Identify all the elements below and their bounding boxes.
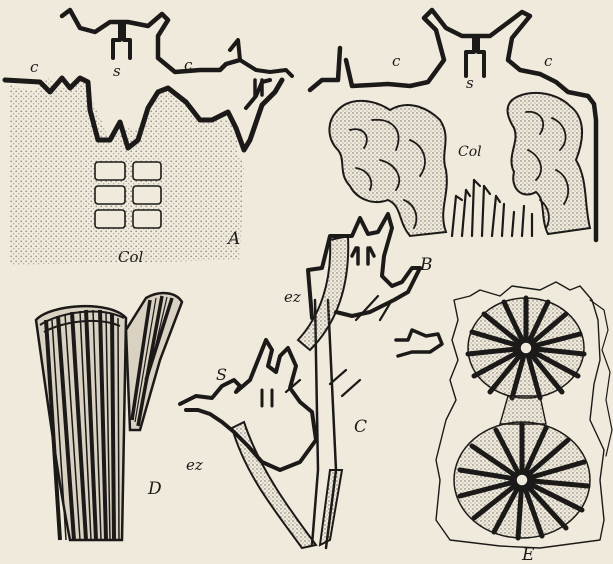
- figure-a-coenosarc-stipple: [10, 78, 244, 265]
- figure-a-polyp-right: [230, 40, 292, 108]
- label-s-b: s: [466, 74, 474, 92]
- label-c-b-left: c: [392, 52, 401, 70]
- figure-c-polyp-upper-mouth: [352, 248, 374, 264]
- label-col-b: Col: [458, 144, 482, 160]
- figure-c-polyp-upper-side: [396, 330, 442, 356]
- figure-b-mouth: [466, 38, 484, 76]
- figure-e-lower-corallite: [454, 422, 590, 538]
- figure-d: D: [36, 293, 182, 540]
- figure-e-upper-corallite: [468, 298, 584, 398]
- figure-c-polyp-lower-mouth: [262, 390, 272, 406]
- label-c-b-right: c: [544, 52, 553, 70]
- label-figure-d: D: [147, 479, 162, 499]
- figure-e: E: [436, 282, 612, 564]
- label-figure-a: A: [226, 229, 240, 249]
- figure-a: c s c Col A: [5, 10, 292, 266]
- label-figure-b: B: [419, 255, 433, 275]
- figure-e-connecting-stem: [500, 396, 546, 424]
- label-s-a: s: [113, 62, 121, 80]
- figure-c-stem-secondary: [298, 236, 348, 350]
- label-c-a-mid: c: [184, 56, 193, 74]
- label-ez-top: ez: [284, 288, 301, 306]
- figure-b-skeleton-right: [508, 93, 590, 234]
- label-figure-c: C: [354, 417, 367, 437]
- label-col-a: Col: [118, 248, 144, 266]
- figure-e-outer-boundary-right: [590, 300, 612, 456]
- figure-a-polyp-left: [62, 10, 240, 72]
- figure-a-polyp-left-mouth: [113, 22, 130, 58]
- label-ez-bottom: ez: [186, 456, 203, 474]
- figure-c: ez S ez C: [180, 214, 442, 548]
- label-c-a-left: c: [30, 58, 39, 76]
- label-figure-e: E: [521, 545, 535, 564]
- label-s-c: S: [216, 365, 227, 384]
